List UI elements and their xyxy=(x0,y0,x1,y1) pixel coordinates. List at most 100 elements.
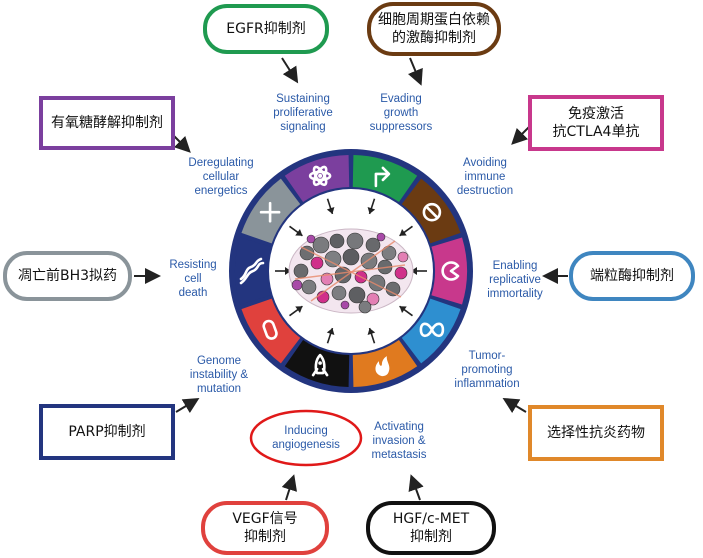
hallmark-genome-line2: instability & xyxy=(189,369,249,381)
telomerase-inhibitor-box: 端粒酶抑制剂 xyxy=(569,251,695,301)
hallmark-sustaining-line2: proliferative xyxy=(273,107,333,119)
hgf-cmet-inhibitor-box: HGF/c-MET 抑制剂 xyxy=(366,501,496,555)
hallmark-deregulating-line1: Deregulating xyxy=(188,157,254,169)
tumor-cell xyxy=(365,237,381,253)
egfr-inhibitor-label: EGFR抑制剂 xyxy=(226,21,306,37)
vegf-inhibitor-label-line2: 抑制剂 xyxy=(244,529,286,545)
bh3-mimetic-label: 凋亡前BH3拟药 xyxy=(17,268,118,284)
tumor-cell xyxy=(346,232,364,250)
telomerase-inhibitor-label: 端粒酶抑制剂 xyxy=(590,268,674,284)
hallmark-enabling-line3: immortality xyxy=(487,288,543,300)
rocket-icon xyxy=(311,353,329,377)
hallmark-deregulating-label: Deregulating cellular energetics xyxy=(179,156,263,198)
glycolysis-inhibitor-box: 有氧糖酵解抑制剂 xyxy=(39,96,175,150)
parp-inhibitor-label: PARP抑制剂 xyxy=(68,424,146,440)
arrow-up-right-icon xyxy=(374,166,391,188)
segment-inducing-angiogenesis xyxy=(241,298,301,364)
hallmark-sustaining-line3: signaling xyxy=(280,121,326,133)
tumor-cell xyxy=(376,232,386,242)
hallmark-activating-line1: Activating xyxy=(374,421,424,433)
hallmark-resisting-line3: death xyxy=(178,287,208,299)
anti-inflammatory-box: 选择性抗炎药物 xyxy=(528,405,664,461)
tumor-cell xyxy=(301,279,317,295)
inner-arrow-head xyxy=(411,267,417,275)
hgf-cmet-inhibitor-label-line1: HGF/c-MET xyxy=(392,511,470,527)
tumor-cell xyxy=(366,292,380,306)
glycolysis-inhibitor-label: 有氧糖酵解抑制剂 xyxy=(51,115,163,131)
atom-icon xyxy=(308,165,332,187)
segment-avoiding-immune-destruction xyxy=(431,237,468,305)
cross-icon xyxy=(259,201,281,223)
immune-activation-label-line2: 抗CTLA4单抗 xyxy=(552,124,640,140)
inner-arrows xyxy=(275,198,427,344)
hallmark-resisting-line1: Resisting xyxy=(169,259,217,271)
hallmark-enabling-line2: replicative xyxy=(489,274,541,286)
arrow-parp xyxy=(175,397,200,414)
parp-inhibitor-box: PARP抑制剂 xyxy=(39,404,175,460)
vegf-inhibitor-box: VEGF信号 抑制剂 xyxy=(201,501,329,555)
hallmark-avoiding-line2: immune xyxy=(464,171,506,183)
inner-arrow-head xyxy=(367,328,376,336)
hallmark-inducing-label: Inducing angiogenesis xyxy=(263,424,349,452)
hallmark-evading-line1: Evading xyxy=(380,93,422,105)
immune-activation-box: 免疫激活 抗CTLA4单抗 xyxy=(528,95,664,151)
hallmark-evading-line3: suppressors xyxy=(369,121,433,133)
vegf-inhibitor-label-line1: VEGF信号 xyxy=(232,511,298,527)
hallmark-enabling-line1: Enabling xyxy=(492,260,538,272)
hallmark-tumor-line3: inflammation xyxy=(454,378,520,390)
hallmark-genome-label: Genome instability & mutation xyxy=(178,354,260,396)
flame-icon xyxy=(375,356,390,377)
hallmark-resisting-label: Resisting cell death xyxy=(152,258,234,300)
arrow-cdk xyxy=(408,57,423,86)
hallmark-sustaining-line1: Sustaining xyxy=(276,93,330,105)
angiogenesis-highlight-oval xyxy=(249,409,363,467)
hallmark-avoiding-line1: Avoiding xyxy=(463,157,507,169)
tumor-cell xyxy=(358,300,372,314)
tumor-cell xyxy=(293,263,309,279)
tumor-cell xyxy=(312,236,330,254)
arrow-anti-inflammatory xyxy=(502,397,527,414)
cdk-inhibitor-label-line2: 的激酶抑制剂 xyxy=(392,30,476,46)
tumor-cell xyxy=(342,248,360,266)
hallmark-enabling-label: Enabling replicative immortality xyxy=(474,259,556,301)
immune-activation-label-line1: 免疫激活 xyxy=(568,106,624,122)
tumor-cells-illustration xyxy=(288,228,414,314)
arrow-vegf xyxy=(281,474,297,501)
hallmark-tumor-line2: promoting xyxy=(461,364,513,376)
bh3-mimetic-box: 凋亡前BH3拟药 xyxy=(3,251,132,301)
tumor-cell xyxy=(329,233,345,249)
hallmark-activating-line2: invasion & xyxy=(372,435,426,447)
hallmark-resisting-line2: cell xyxy=(184,273,202,285)
hallmark-genome-line1: Genome xyxy=(196,355,242,367)
rocket-window xyxy=(318,361,322,365)
tumor-cell xyxy=(331,285,347,301)
cdk-inhibitor-label-line1: 细胞周期蛋白依赖 xyxy=(378,12,490,28)
hallmark-tumor-line1: Tumor- xyxy=(468,350,506,362)
anti-inflammatory-label: 选择性抗炎药物 xyxy=(547,425,645,441)
atom-nucleus xyxy=(318,173,323,178)
hallmark-activating-label: Activating invasion & metastasis xyxy=(358,420,440,462)
vessel-icon xyxy=(262,319,278,340)
hallmark-inducing-line2: angiogenesis xyxy=(272,439,340,451)
stromal-fibre xyxy=(294,264,406,280)
tumor-cell xyxy=(385,281,401,297)
hallmark-activating-line3: metastasis xyxy=(371,449,427,461)
tumor-cell xyxy=(291,279,303,291)
cdk-inhibitor-box: 细胞周期蛋白依赖 的激酶抑制剂 xyxy=(367,2,501,56)
arrow-egfr xyxy=(281,57,299,84)
hallmark-tumor-label: Tumor- promoting inflammation xyxy=(446,349,528,391)
hallmark-evading-label: Evading growth suppressors xyxy=(360,92,442,134)
hallmark-deregulating-line3: energetics xyxy=(194,185,248,197)
inner-arrow-head xyxy=(367,206,376,214)
inner-arrow-head xyxy=(326,328,335,336)
hallmark-genome-line3: mutation xyxy=(196,383,242,395)
inner-arrow-head xyxy=(399,306,407,314)
inner-arrow-head xyxy=(326,206,335,214)
hallmark-evading-line2: growth xyxy=(383,107,419,119)
tumor-cell xyxy=(397,251,409,263)
hallmark-avoiding-line3: destruction xyxy=(456,185,514,197)
tumor-cell xyxy=(348,286,366,304)
dna-icon xyxy=(239,257,265,285)
